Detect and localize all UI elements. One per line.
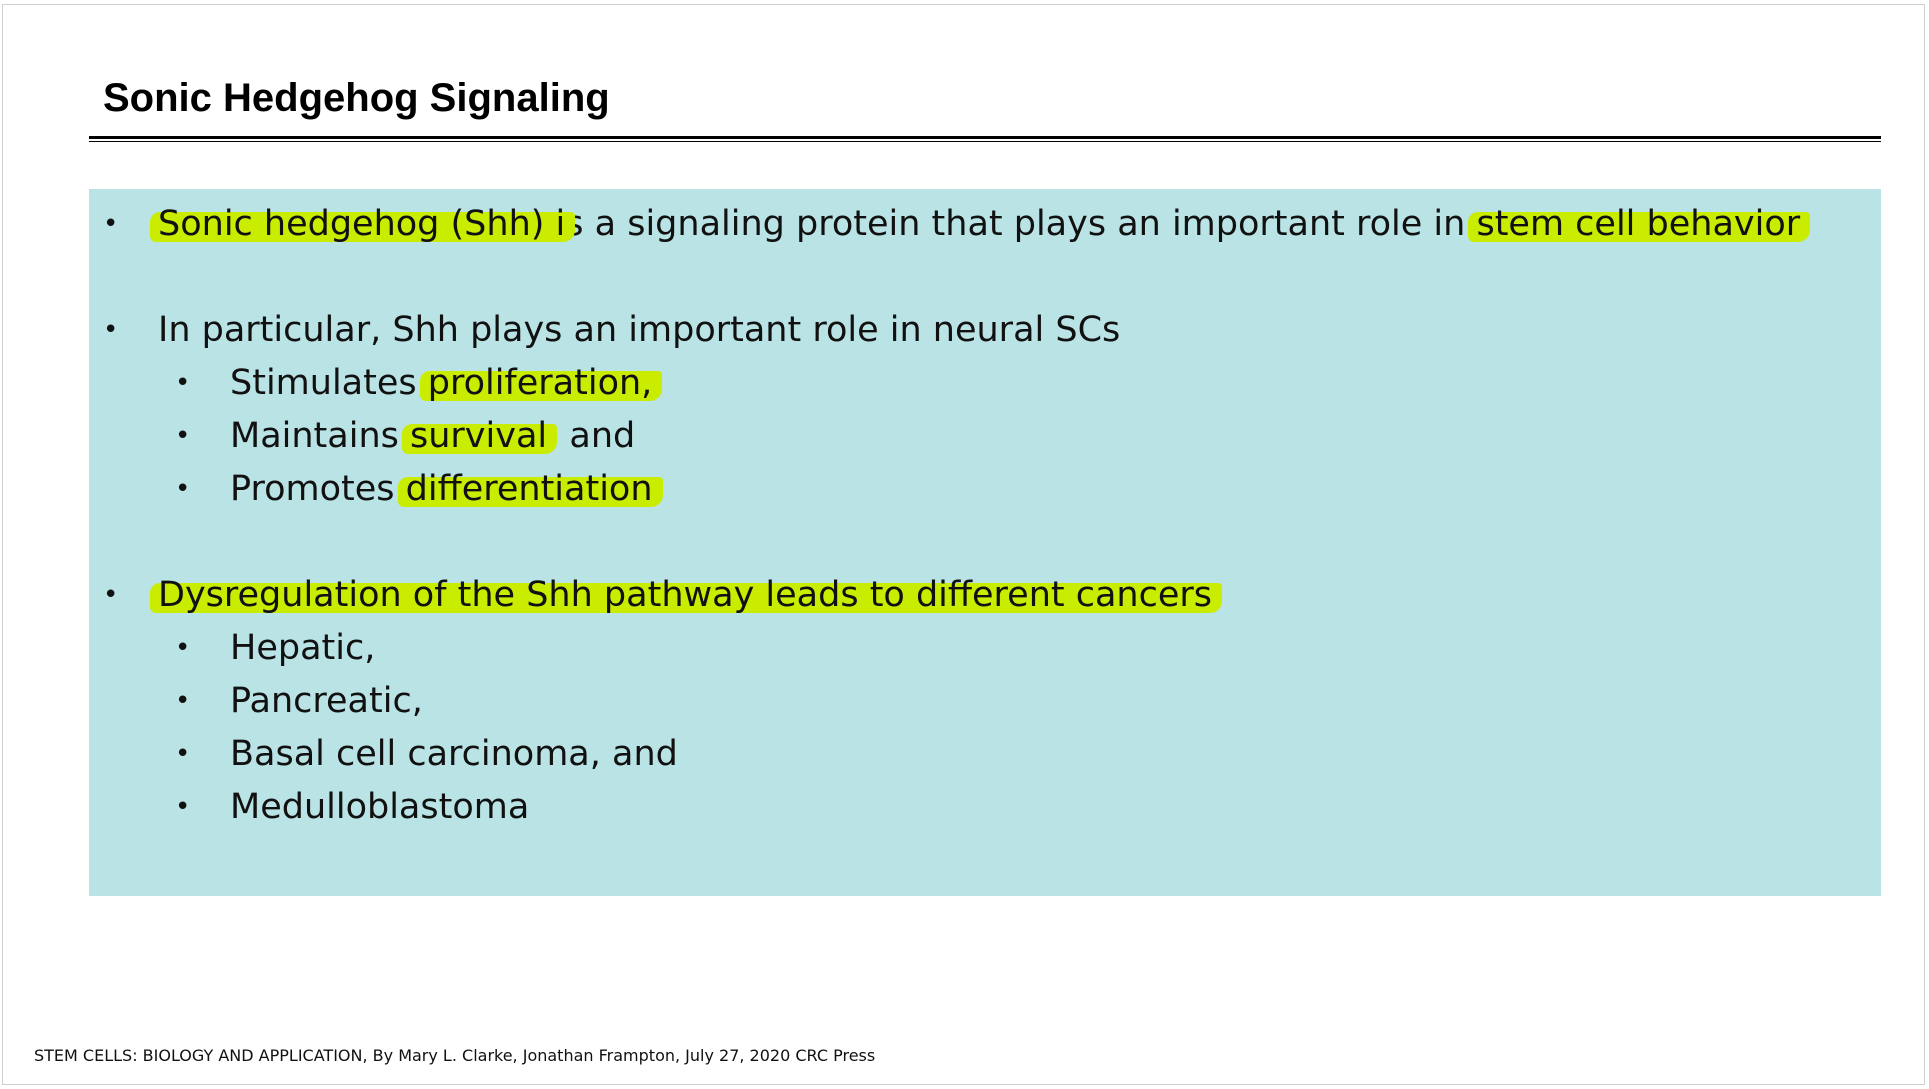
sub-bullet-dot: •: [175, 368, 191, 398]
title-divider-thin: [89, 141, 1881, 142]
sub-bullet-dot: •: [175, 633, 191, 663]
bullet-1-text: s a signaling protein that plays an impo…: [565, 204, 1477, 244]
bullet-dot: •: [103, 209, 119, 239]
bullet-dot: •: [103, 580, 119, 610]
sub-bullet-proliferation: Stimulates proliferation,: [230, 361, 652, 405]
sub-bullet-dot: •: [175, 792, 191, 822]
highlight-survival: survival: [410, 416, 548, 456]
bullet-dot: •: [103, 315, 119, 345]
sub-bullet-medulloblastoma: Medulloblastoma: [230, 787, 530, 827]
sub-bullet-text: Stimulates: [230, 363, 428, 403]
title-divider: [89, 136, 1881, 139]
sub-bullet-text-end: , and: [547, 416, 636, 456]
slide-title: Sonic Hedgehog Signaling: [103, 76, 610, 120]
highlight-proliferation: proliferation,: [427, 363, 653, 403]
bullet-2: In particular, Shh plays an important ro…: [158, 310, 1121, 350]
sub-bullet-dot: •: [175, 474, 191, 504]
sub-bullet-text: Maintains: [230, 416, 410, 456]
sub-bullet-pancreatic: Pancreatic,: [230, 681, 423, 721]
highlight-shh: Sonic hedgehog (Shh) i: [158, 204, 566, 244]
sub-bullet-differentiation: Promotes differentiation: [230, 467, 653, 511]
highlight-stem-cell-behavior: stem cell behavior: [1476, 204, 1801, 244]
sub-bullet-basal-cell: Basal cell carcinoma, and: [230, 734, 678, 774]
citation-footer: STEM CELLS: BIOLOGY AND APPLICATION, By …: [34, 1046, 876, 1065]
sub-bullet-text: Promotes: [230, 469, 406, 509]
highlight-dysregulation: Dysregulation of the Shh pathway leads t…: [158, 575, 1212, 615]
highlight-differentiation: differentiation: [405, 469, 653, 509]
bullet-1: Sonic hedgehog (Shh) is a signaling prot…: [158, 202, 1800, 246]
sub-bullet-dot: •: [175, 739, 191, 769]
sub-bullet-survival: Maintains survival, and: [230, 414, 635, 458]
sub-bullet-dot: •: [175, 686, 191, 716]
content-box: [89, 189, 1881, 896]
sub-bullet-dot: •: [175, 421, 191, 451]
sub-bullet-hepatic: Hepatic,: [230, 628, 376, 668]
bullet-3: Dysregulation of the Shh pathway leads t…: [158, 573, 1224, 617]
